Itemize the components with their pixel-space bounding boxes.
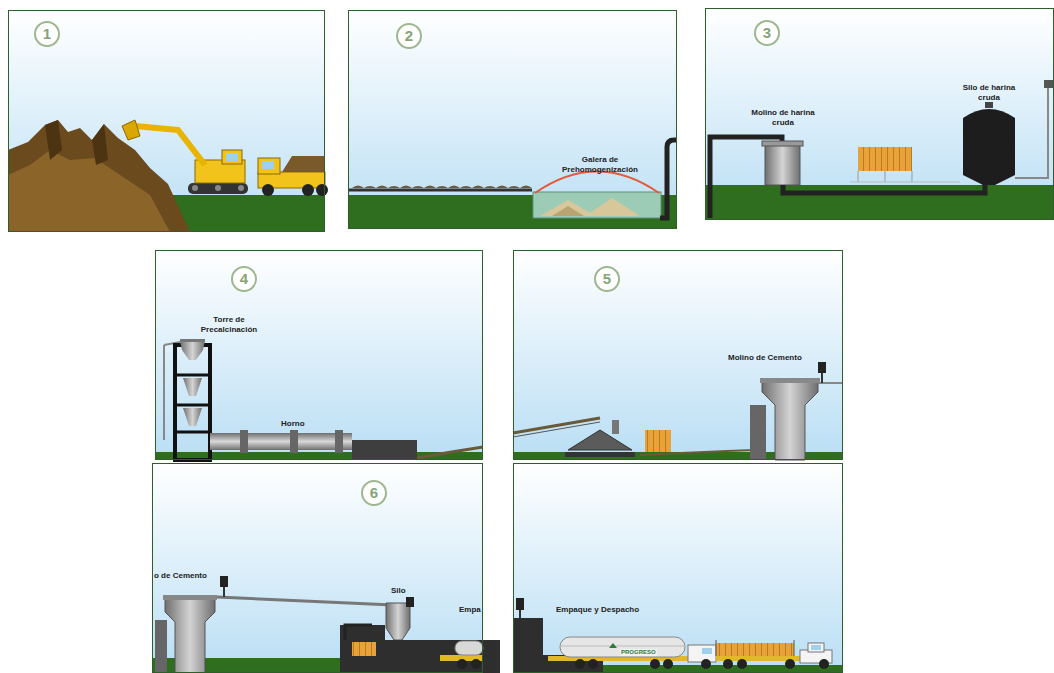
kiln-scene <box>155 339 483 460</box>
stage-label: o de Cemento <box>154 571 207 581</box>
stage-label: Molino de harina cruda <box>750 108 816 128</box>
panel-sky <box>8 8 1054 673</box>
callout-number: 3 <box>754 20 780 46</box>
raw-mill-scene <box>705 80 1054 220</box>
callout-number: 1 <box>34 21 60 47</box>
stage-label: Galera de Prehomogenización <box>561 155 639 175</box>
stage-label: Empaque y Despacho <box>556 605 639 615</box>
stage-label: Silo <box>391 586 406 596</box>
stage-label: Empa <box>459 605 481 615</box>
callout-number: 4 <box>231 266 257 292</box>
callout-number: 6 <box>361 480 387 506</box>
process-panel: 5Molino de Cemento <box>513 250 843 460</box>
process-panel: 1 <box>8 10 325 232</box>
process-panel: 6 o de CementoSiloEmpa <box>152 463 483 673</box>
quarry-scene <box>8 120 328 232</box>
prehomogenization-scene <box>348 140 677 229</box>
cement-silo-scene <box>152 576 500 673</box>
process-panel: Empaque y DespachoPROGRESO <box>513 463 843 673</box>
callout-number: 5 <box>594 266 620 292</box>
truck-logo: PROGRESO <box>620 649 657 656</box>
dispatch-scene <box>513 598 843 673</box>
stage-label: Molino de Cemento <box>728 353 802 363</box>
callout-number: 2 <box>396 23 422 49</box>
stage-label: Torre de Precalcinación <box>194 315 264 335</box>
stage-label: Horno <box>281 419 305 429</box>
cement-mill-scene <box>513 362 843 460</box>
stage-label: Silo de harina cruda <box>956 83 1022 103</box>
process-panel: 4Torre de PrecalcinaciónHorno <box>155 250 483 460</box>
process-panel: 3Molino de harina cruda Silo de harina cr… <box>705 8 1054 220</box>
process-panel: 2Galera de Prehomogenización <box>348 10 677 229</box>
